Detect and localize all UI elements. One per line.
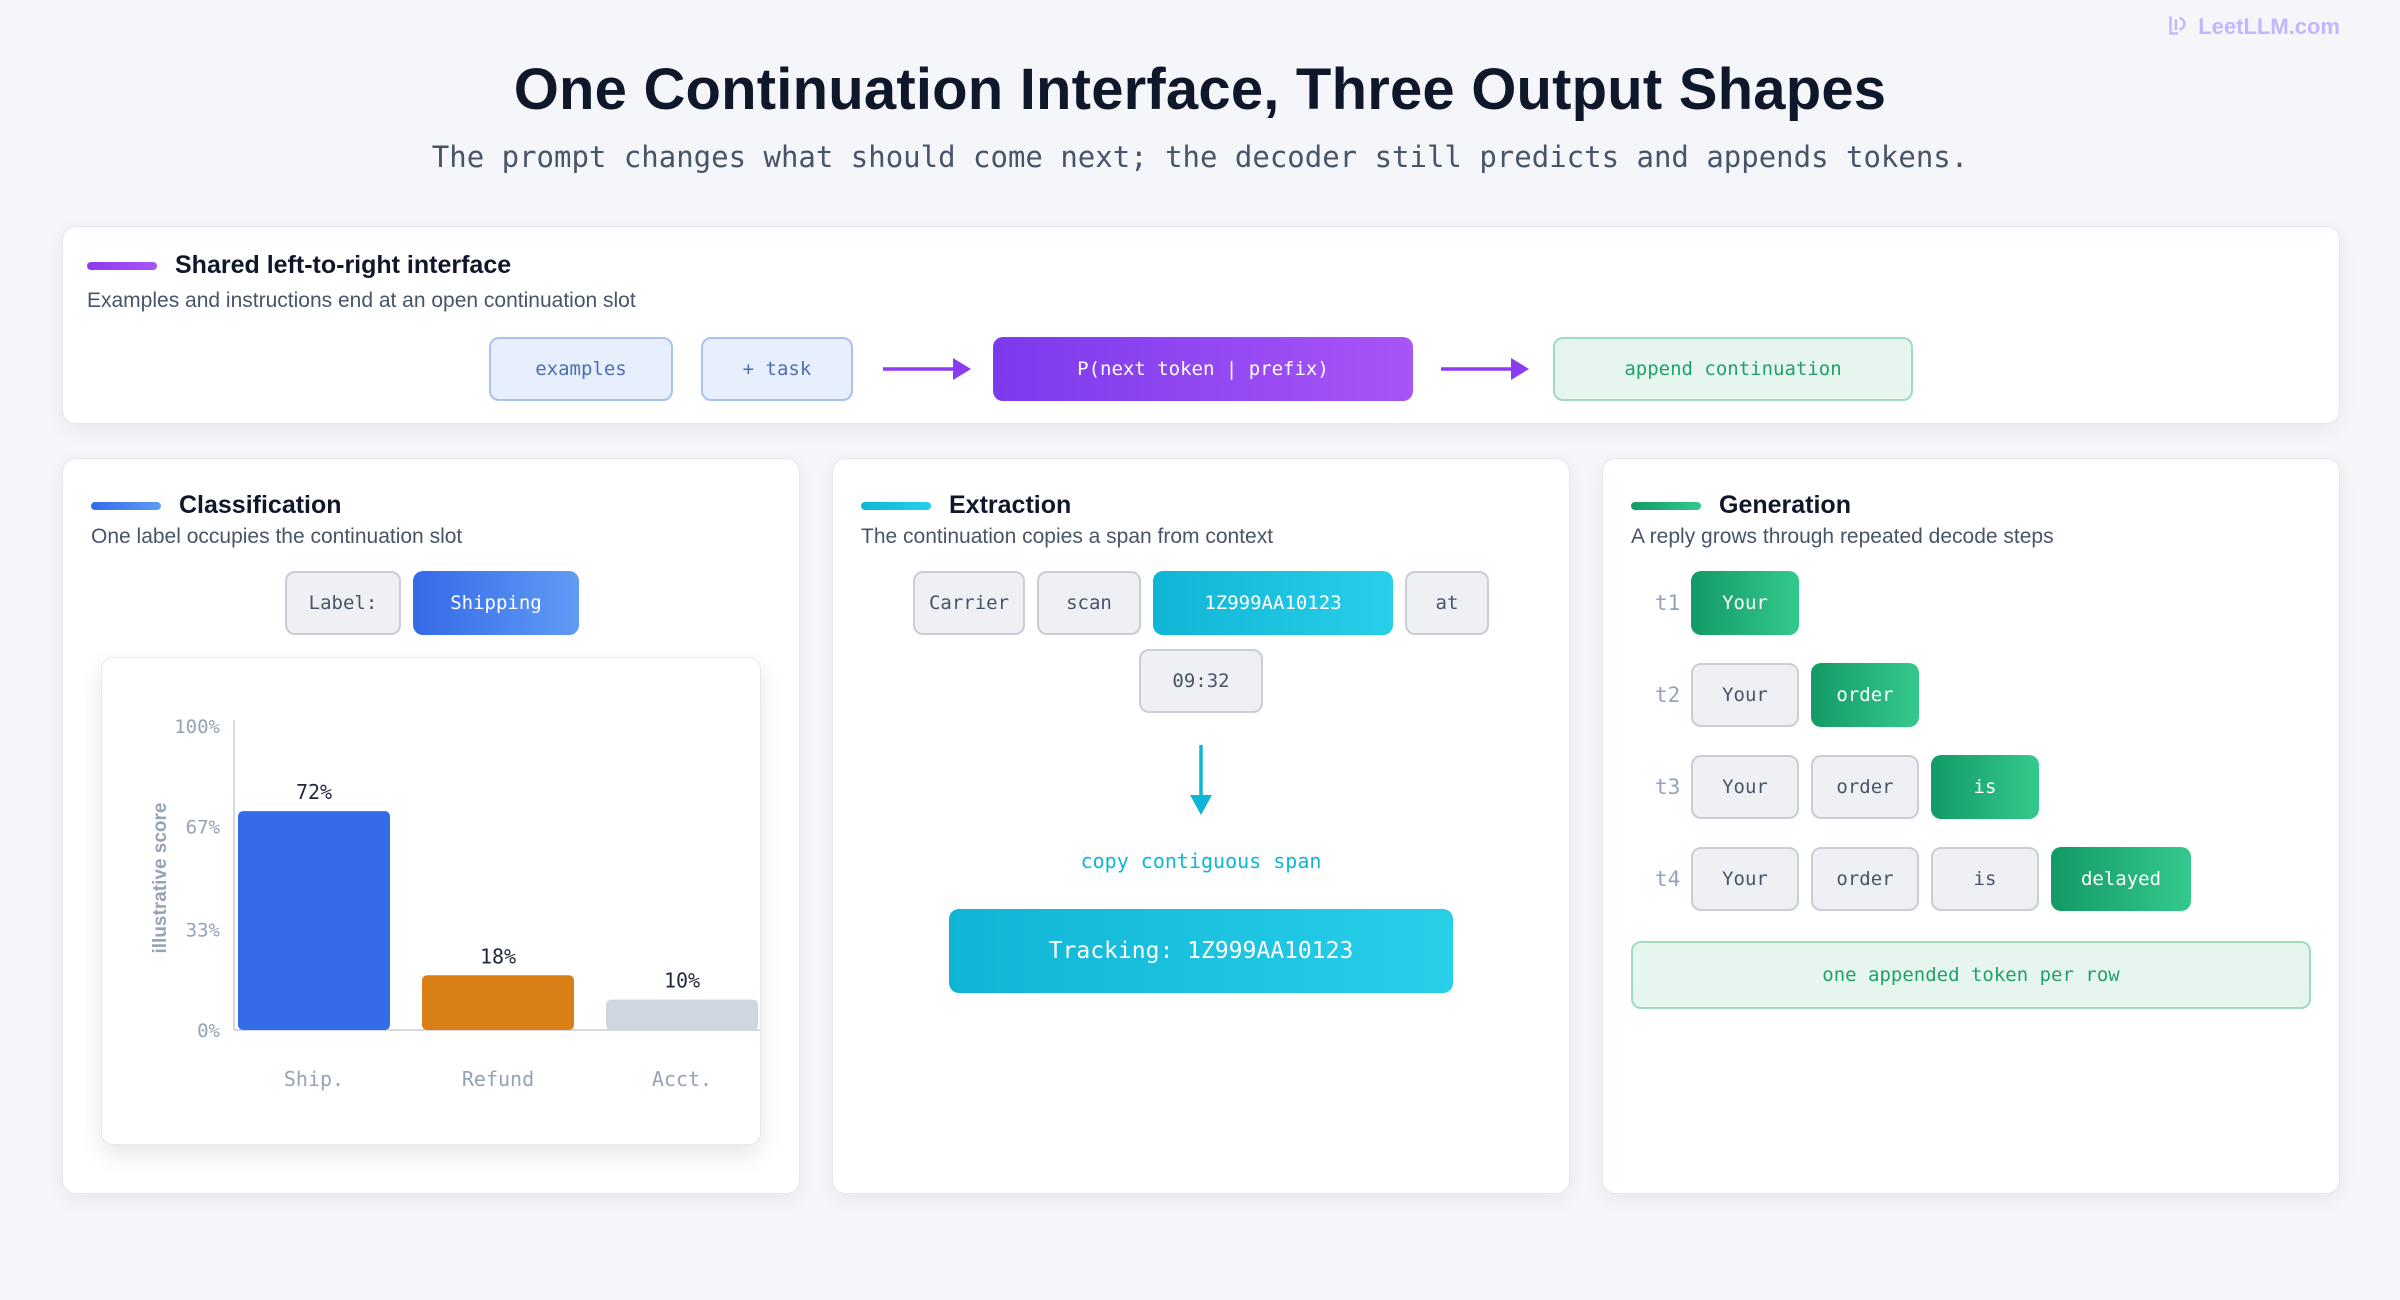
generation-header: Generation: [1631, 491, 1851, 520]
context-token-chip: 09:32: [1139, 649, 1263, 713]
shared-interface-card: Shared left-to-right interface Examples …: [62, 226, 2340, 424]
new-token-chip: Your: [1691, 571, 1799, 635]
prior-token-chip: is: [1931, 847, 2039, 911]
bar-value-label: 10%: [664, 969, 700, 993]
extraction-header: Extraction: [861, 491, 1071, 520]
x-tick-label: Ship.: [284, 1067, 344, 1091]
context-token-chip: scan: [1037, 571, 1141, 635]
bar-value-label: 18%: [480, 944, 516, 968]
flow-arrow-right-icon: [1441, 358, 1529, 380]
y-tick-label: 67%: [186, 816, 221, 838]
generation-footer-note: one appended token per row: [1631, 941, 2311, 1009]
context-token-chip: at: [1405, 571, 1489, 635]
x-tick-label: Acct.: [652, 1067, 712, 1091]
new-token-chip: delayed: [2051, 847, 2191, 911]
y-tick-label: 33%: [186, 920, 221, 942]
prior-token-chip: Your: [1691, 663, 1799, 727]
label-value-chip: Shipping: [413, 571, 579, 635]
next-token-model-chip: P(next token | prefix): [993, 337, 1413, 401]
copy-arrow-down-icon: [1190, 745, 1212, 815]
classification-subtitle: One label occupies the continuation slot: [91, 525, 463, 548]
page-title: One Continuation Interface, Three Output…: [513, 57, 1887, 122]
extraction-card: Extraction The continuation copies a spa…: [832, 458, 1570, 1194]
decode-step-label: t1: [1655, 591, 1681, 615]
prior-token-chip: Your: [1691, 755, 1799, 819]
y-tick-label: 0%: [197, 1020, 220, 1042]
classification-bar-chart: 0% 33% 67% 100% illustrative score 72% Ship. 18…: [150, 716, 760, 1091]
leetllm-logo-icon: [2169, 16, 2186, 35]
flow-arrow-right-icon: [883, 358, 971, 380]
classification-chart-panel: 0% 33% 67% 100% illustrative score 72% Ship. 18…: [101, 657, 761, 1145]
bar-ship: [238, 811, 390, 1030]
copy-span-label: copy contiguous span: [1080, 849, 1322, 873]
extraction-accent-bar: [861, 501, 931, 510]
prior-token-chip: order: [1811, 847, 1919, 911]
decode-step-label: t4: [1655, 867, 1681, 891]
label-prefix-chip: Label:: [285, 571, 401, 635]
classification-accent-bar: [91, 501, 161, 510]
classification-title: Classification: [179, 491, 342, 519]
brand-name: LeetLLM.com: [2198, 14, 2340, 39]
task-chip: + task: [701, 337, 853, 401]
x-tick-label: Refund: [462, 1067, 534, 1091]
bar-value-label: 72%: [296, 780, 332, 804]
highlighted-span-chip: 1Z999AA10123: [1153, 571, 1393, 635]
generation-card: Generation A reply grows through repeate…: [1602, 458, 2340, 1194]
decode-step-label: t2: [1655, 683, 1681, 707]
append-continuation-chip: append continuation: [1553, 337, 1913, 401]
prior-token-chip: Your: [1691, 847, 1799, 911]
y-axis-title: illustrative score: [150, 802, 171, 953]
generation-title: Generation: [1719, 491, 1851, 519]
prior-token-chip: order: [1811, 755, 1919, 819]
generation-subtitle: A reply grows through repeated decode st…: [1631, 525, 2054, 548]
extracted-result-chip: Tracking: 1Z999AA10123: [949, 909, 1453, 993]
page-subtitle: The prompt changes what should come next…: [431, 140, 1969, 174]
shared-accent-bar: [87, 261, 157, 270]
generation-accent-bar: [1631, 501, 1701, 510]
classification-card: Classification One label occupies the co…: [62, 458, 800, 1194]
shared-card-subtitle: Examples and instructions end at an open…: [87, 289, 636, 312]
new-token-chip: is: [1931, 755, 2039, 819]
extraction-subtitle: The continuation copies a span from cont…: [861, 525, 1274, 548]
bar-refund: [422, 975, 574, 1030]
new-token-chip: order: [1811, 663, 1919, 727]
examples-chip: examples: [489, 337, 673, 401]
decode-step-label: t3: [1655, 775, 1681, 799]
context-token-chip: Carrier: [913, 571, 1025, 635]
y-tick-label: 100%: [174, 716, 220, 738]
shared-card-header: Shared left-to-right interface: [87, 251, 511, 280]
extraction-title: Extraction: [949, 491, 1072, 519]
classification-header: Classification: [91, 491, 342, 520]
shared-card-title: Shared left-to-right interface: [175, 251, 512, 279]
bar-acct: [606, 999, 758, 1030]
brand: LeetLLM.com: [2164, 14, 2340, 40]
